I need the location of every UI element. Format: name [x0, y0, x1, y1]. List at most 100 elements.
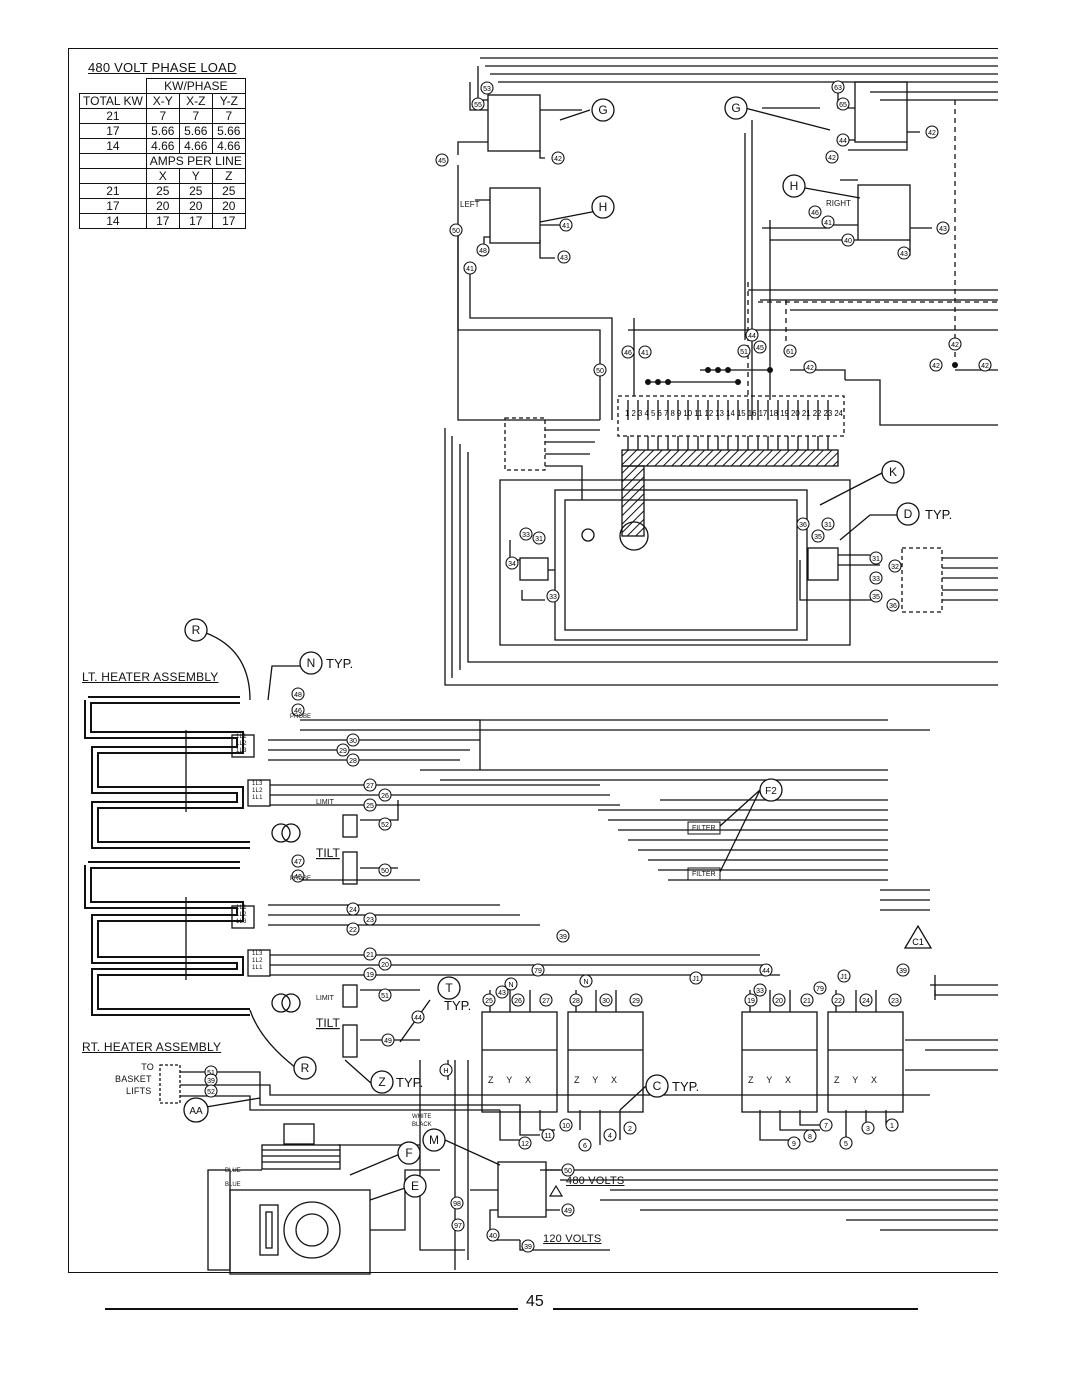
- term: 1L1: [252, 795, 263, 801]
- cell: 17: [145, 213, 180, 229]
- wire-number: 29: [339, 748, 347, 755]
- wire-number: J1: [840, 974, 848, 981]
- cell: 25: [211, 183, 246, 199]
- wire-number: 30: [349, 738, 357, 745]
- wire-number: 50: [564, 1168, 572, 1175]
- wire-number: 42: [828, 155, 836, 162]
- wire-number: 43: [900, 251, 908, 258]
- callout-f2: F2: [765, 786, 777, 797]
- callout-h-left: H: [599, 200, 608, 214]
- wire-number: 46: [294, 874, 302, 881]
- wire-number: 55: [474, 102, 482, 109]
- label-right: RIGHT: [826, 199, 851, 208]
- cell: 7: [211, 108, 246, 124]
- wire-number: 39: [899, 968, 907, 975]
- wire-number: 41: [562, 223, 570, 230]
- wire-number: 45: [438, 158, 446, 165]
- phase-col: X-Z: [178, 93, 213, 109]
- wire-number: 40: [489, 1233, 497, 1240]
- cell: 4.66: [145, 138, 180, 154]
- wire-number: 43: [560, 255, 568, 262]
- typ-label-z: TYP.: [396, 1075, 423, 1090]
- wire-number: 33: [872, 576, 880, 583]
- callout-k: K: [889, 465, 897, 479]
- wire-number: 46: [811, 210, 819, 217]
- term-x: X: [871, 1075, 878, 1085]
- term-z: Z: [574, 1075, 580, 1085]
- c1-label: C1: [912, 937, 924, 947]
- label-probe-rt: PROBE: [290, 876, 311, 882]
- amps-header: AMPS PER LINE: [145, 153, 246, 169]
- page-footer: 45: [0, 1293, 1080, 1313]
- phase-col: Y-Z: [211, 93, 246, 109]
- wire-number: 35: [872, 594, 880, 601]
- wire-number: 98: [453, 1201, 461, 1208]
- wire-number: 25: [366, 803, 374, 810]
- wire-number: 46: [294, 708, 302, 715]
- wire-number: 27: [366, 783, 374, 790]
- wire-number: 19: [747, 998, 755, 1005]
- term: 1L3: [252, 951, 263, 957]
- label-filter-2: FILTER: [692, 871, 716, 878]
- wire-number: 20: [381, 962, 389, 969]
- wire-number: 43: [939, 226, 947, 233]
- wire-number: 34: [508, 561, 516, 568]
- wire-number: 42: [981, 363, 989, 370]
- term-z: Z: [488, 1075, 494, 1085]
- wire-number: 49: [384, 1038, 392, 1045]
- wire-number: 44: [762, 968, 770, 975]
- cell: 21: [79, 183, 147, 199]
- page-number: 45: [526, 1293, 544, 1310]
- term-y: Y: [592, 1075, 599, 1085]
- wire-number: 32: [891, 564, 899, 571]
- wire-number: 45: [756, 345, 764, 352]
- cell: 5.66: [145, 123, 180, 139]
- cell: 17: [178, 213, 213, 229]
- wire-number: 33: [522, 532, 530, 539]
- label-black: BLACK: [412, 1122, 432, 1128]
- cell: 17: [211, 213, 246, 229]
- callout-c: C: [653, 1079, 662, 1093]
- wire-number: 8: [808, 1134, 812, 1141]
- term: 1L1: [252, 965, 263, 971]
- term-z: Z: [834, 1075, 840, 1085]
- wire-number: 29: [632, 998, 640, 1005]
- wire-number: 42: [932, 363, 940, 370]
- wire-number: 61: [786, 349, 794, 356]
- table-row: 14 17 17 17: [79, 213, 246, 229]
- contactor-terms-3: Z Y X: [748, 1075, 791, 1085]
- wire-number: 4: [608, 1133, 612, 1140]
- footer-rule-left: [105, 1308, 518, 1310]
- wire-number: 19: [366, 972, 374, 979]
- table-row: 17 20 20 20: [79, 198, 246, 214]
- wire-number: 39: [559, 934, 567, 941]
- label-limit-rt: LIMIT: [316, 995, 335, 1002]
- cell: 4.66: [211, 138, 246, 154]
- cell: 25: [178, 183, 213, 199]
- cell: 5.66: [178, 123, 213, 139]
- callout-r-top: R: [192, 623, 201, 637]
- wire-number: 42: [951, 342, 959, 349]
- wire-number: 2: [628, 1126, 632, 1133]
- col-total: TOTAL KW: [79, 93, 147, 109]
- label-filter-1: FILTER: [692, 825, 716, 832]
- label-probe-lt: PROBE: [290, 714, 311, 720]
- wire-number: 44: [748, 333, 756, 340]
- wire-number: 6: [583, 1143, 587, 1150]
- term: 1L1: [236, 905, 247, 911]
- callout-d: D: [904, 507, 913, 521]
- typ-label-c: TYP.: [672, 1079, 699, 1094]
- wire-number: 12: [521, 1141, 529, 1148]
- wire-number: 40: [844, 238, 852, 245]
- rt-heater-label: RT. HEATER ASSEMBLY: [82, 1040, 222, 1054]
- callout-h-right: H: [790, 179, 799, 193]
- basket-word: BASKET: [115, 1074, 152, 1084]
- term: 1L2: [236, 912, 247, 918]
- term-x: X: [785, 1075, 792, 1085]
- wire-number: 36: [799, 522, 807, 529]
- label-120-volts: 120 VOLTS: [543, 1233, 602, 1245]
- wire-number: 42: [806, 365, 814, 372]
- wire-number: 31: [535, 536, 543, 543]
- connector-numbers: 1 2 3 4 5 6 7 8 9 10 11 12 13 14 15 16 1…: [625, 408, 843, 418]
